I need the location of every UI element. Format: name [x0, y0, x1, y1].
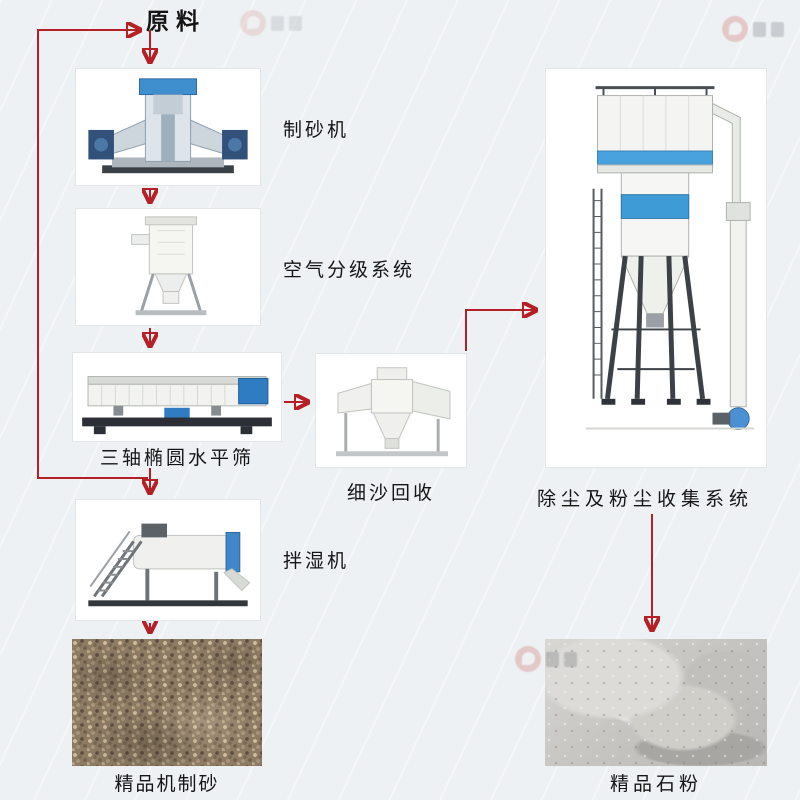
arrow-fine-sand-to-dust-system [465, 310, 536, 351]
stone-powder-product-label: 精品石粉 [609, 774, 702, 795]
machine-sand-product-photo [72, 639, 262, 766]
sand-maker-illustration [88, 78, 248, 174]
watermark-logo [240, 10, 302, 36]
triaxial-screen-illustration [82, 375, 272, 435]
air-classifier-illustration [131, 216, 207, 316]
watermark-glyph [271, 15, 284, 31]
watermark-emblem-icon [722, 16, 748, 42]
watermark-glyph [753, 21, 766, 37]
dust-collection-image-box [545, 68, 767, 468]
triaxial-screen-label: 三轴椭圆水平筛 [99, 448, 254, 469]
wet-mixer-image-box [75, 499, 261, 621]
watermark-glyph [289, 15, 302, 31]
watermark-emblem-icon [515, 646, 541, 672]
sand-maker-image-box [75, 68, 261, 186]
fine-sand-recycle-illustration [335, 367, 451, 457]
watermark-glyph [771, 21, 784, 37]
dust-collection-label: 除尘及粉尘收集系统 [536, 489, 753, 510]
dust-collection-illustration [585, 86, 755, 431]
fine-sand-recycle-image-box [315, 353, 467, 468]
machine-sand-product-label: 精品机制砂 [114, 774, 220, 795]
air-classifier-image-box [75, 208, 261, 326]
stone-powder-product-photo [545, 639, 767, 766]
fine-sand-recycle-label: 细沙回收 [346, 483, 435, 504]
triaxial-screen-image-box [72, 352, 282, 442]
wet-mixer-illustration [88, 523, 251, 607]
wet-mixer-label: 拌湿机 [283, 551, 350, 572]
air-classifier-label: 空气分级系统 [283, 260, 416, 281]
sand-maker-label: 制砂机 [283, 120, 350, 141]
raw-material-label: 原料 [146, 8, 206, 34]
watermark-emblem-icon [240, 10, 266, 36]
watermark-logo [722, 16, 784, 42]
